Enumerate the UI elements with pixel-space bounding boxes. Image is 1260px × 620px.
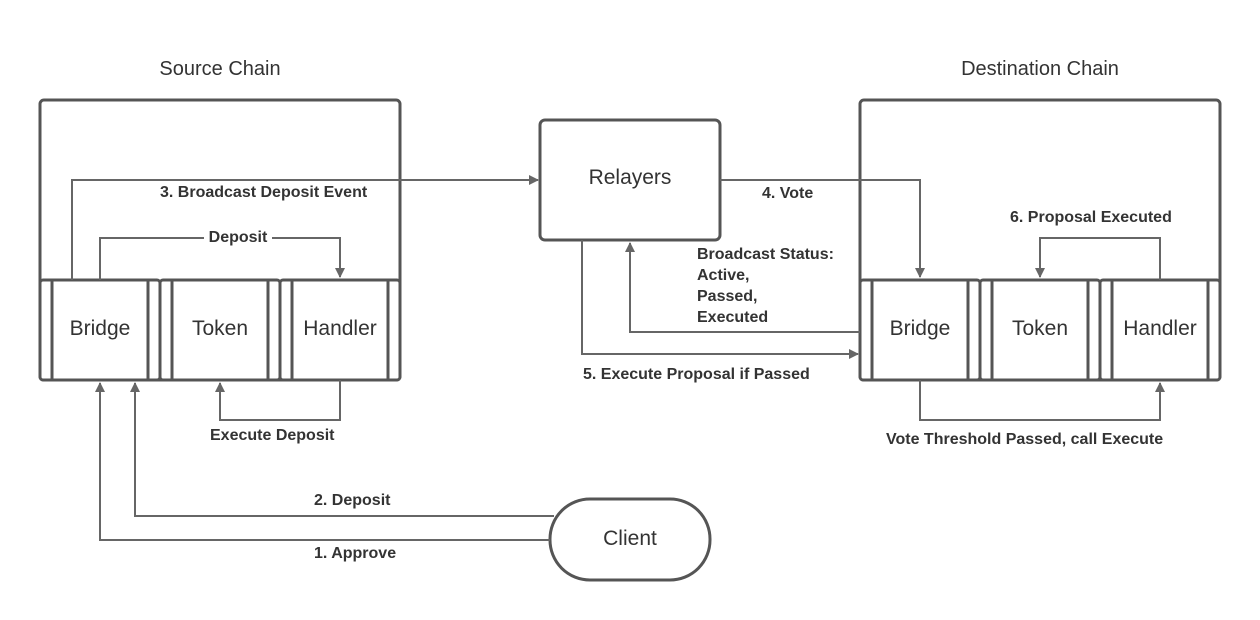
source-token-node[interactable]: Token: [158, 278, 282, 382]
vote-threshold-label: Vote Threshold Passed, call Execute: [886, 431, 1163, 448]
source-handler-node[interactable]: Handler: [278, 278, 402, 382]
broadcast-status-line-2: Active,: [697, 267, 749, 284]
broadcast-status-line-3: Passed,: [697, 288, 757, 305]
broadcast-deposit-event-arrow: [71, 175, 539, 280]
relayers-node[interactable]: Relayers: [538, 118, 722, 242]
proposal-executed-arrow: [1035, 237, 1161, 280]
execute-proposal-arrow: [581, 240, 859, 359]
source-handler-label: Handler: [303, 317, 377, 340]
execute-proposal-label: 5. Execute Proposal if Passed: [583, 366, 810, 383]
source-token-label: Token: [192, 317, 248, 340]
approve-label: 1. Approve: [314, 545, 396, 562]
execute-deposit-arrow: [215, 380, 341, 421]
deposit-arrow: [130, 382, 554, 517]
deposit-label: 2. Deposit: [314, 492, 391, 509]
broadcast-deposit-event-label: 3. Broadcast Deposit Event: [160, 184, 368, 201]
proposal-executed-label: 6. Proposal Executed: [1010, 209, 1172, 226]
broadcast-status-arrow: [625, 242, 860, 333]
vote-threshold-arrow: [919, 380, 1165, 421]
destination-bridge-label: Bridge: [890, 317, 951, 340]
relayers-label: Relayers: [589, 166, 672, 189]
source-chain-title: Source Chain: [159, 58, 280, 80]
source-bridge-label: Bridge: [70, 317, 131, 340]
destination-handler-node[interactable]: Handler: [1098, 278, 1222, 382]
source-bridge-node[interactable]: Bridge: [38, 278, 162, 382]
destination-bridge-node[interactable]: Bridge: [858, 278, 982, 382]
destination-token-label: Token: [1012, 317, 1068, 340]
deposit-label-background: [204, 227, 272, 247]
deposit-internal-label: Deposit: [209, 229, 268, 246]
destination-token-node[interactable]: Token: [978, 278, 1102, 382]
destination-handler-label: Handler: [1123, 317, 1197, 340]
broadcast-status-line-1: Broadcast Status:: [697, 246, 834, 263]
client-label: Client: [603, 527, 657, 550]
execute-deposit-label: Execute Deposit: [210, 427, 335, 444]
approve-arrow: [95, 382, 550, 541]
destination-chain-title: Destination Chain: [961, 58, 1119, 80]
vote-arrow: [720, 179, 925, 278]
broadcast-status-line-4: Executed: [697, 309, 768, 326]
client-node[interactable]: Client: [548, 497, 712, 582]
vote-label: 4. Vote: [762, 185, 813, 202]
